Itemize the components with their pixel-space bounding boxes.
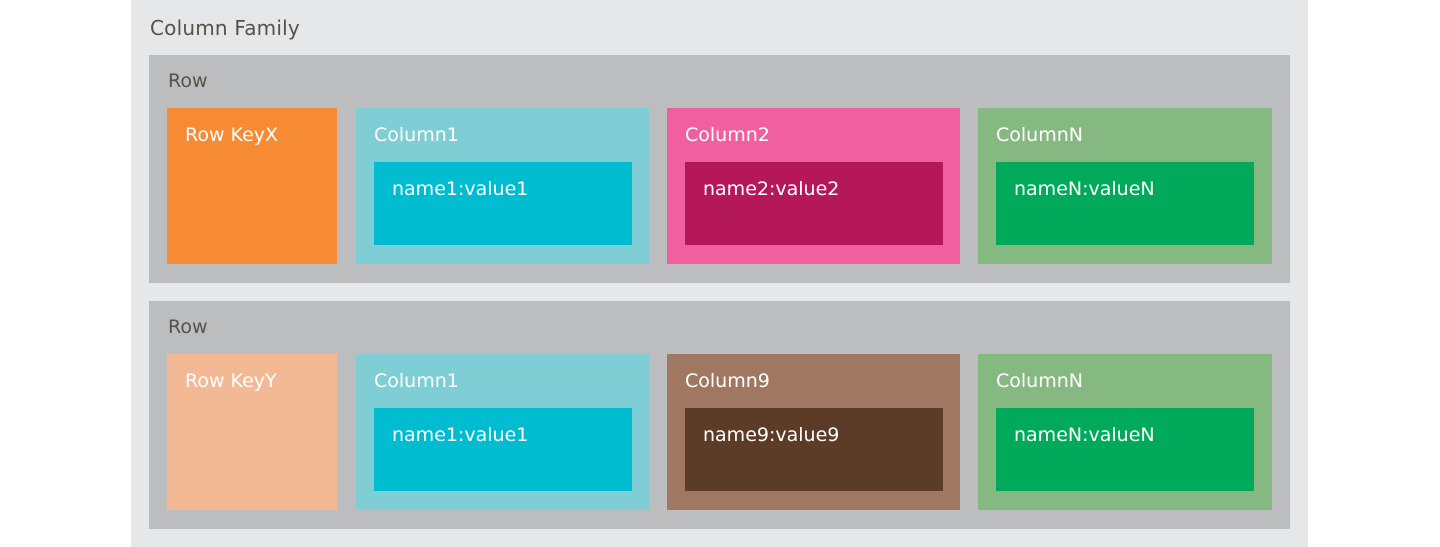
column-value: nameN:valueN	[1014, 178, 1155, 200]
row-1: Row Row KeyX Column1 name1:value1 Column…	[149, 55, 1290, 283]
column-label: Column9	[685, 370, 770, 392]
column-label: Column2	[685, 124, 770, 146]
column-value-box: name1:value1	[374, 408, 632, 491]
column-family: Column Family Row Row KeyX Column1 name1…	[131, 0, 1308, 547]
row-key-label: Row KeyY	[185, 370, 277, 392]
row-key-cell: Row KeyX	[167, 108, 337, 264]
column-cell: ColumnN nameN:valueN	[978, 108, 1272, 264]
column-label: Column1	[374, 124, 459, 146]
column-value: name2:value2	[703, 178, 840, 200]
column-cell: Column1 name1:value1	[356, 108, 649, 264]
column-value: name9:value9	[703, 424, 840, 446]
row-key-cell: Row KeyY	[167, 354, 337, 510]
column-value-box: name2:value2	[685, 162, 943, 245]
column-value-box: nameN:valueN	[996, 162, 1254, 245]
column-cell: Column9 name9:value9	[667, 354, 960, 510]
row-2: Row Row KeyY Column1 name1:value1 Column…	[149, 301, 1290, 529]
column-value: name1:value1	[392, 178, 529, 200]
column-cell: Column1 name1:value1	[356, 354, 649, 510]
column-label: ColumnN	[996, 124, 1083, 146]
column-cell: ColumnN nameN:valueN	[978, 354, 1272, 510]
column-value-box: name1:value1	[374, 162, 632, 245]
column-family-title: Column Family	[150, 16, 300, 40]
row-title: Row	[168, 70, 208, 92]
column-value: name1:value1	[392, 424, 529, 446]
column-label: ColumnN	[996, 370, 1083, 392]
row-title: Row	[168, 316, 208, 338]
column-cell: Column2 name2:value2	[667, 108, 960, 264]
column-value-box: nameN:valueN	[996, 408, 1254, 491]
row-key-label: Row KeyX	[185, 124, 279, 146]
column-value-box: name9:value9	[685, 408, 943, 491]
column-label: Column1	[374, 370, 459, 392]
column-value: nameN:valueN	[1014, 424, 1155, 446]
